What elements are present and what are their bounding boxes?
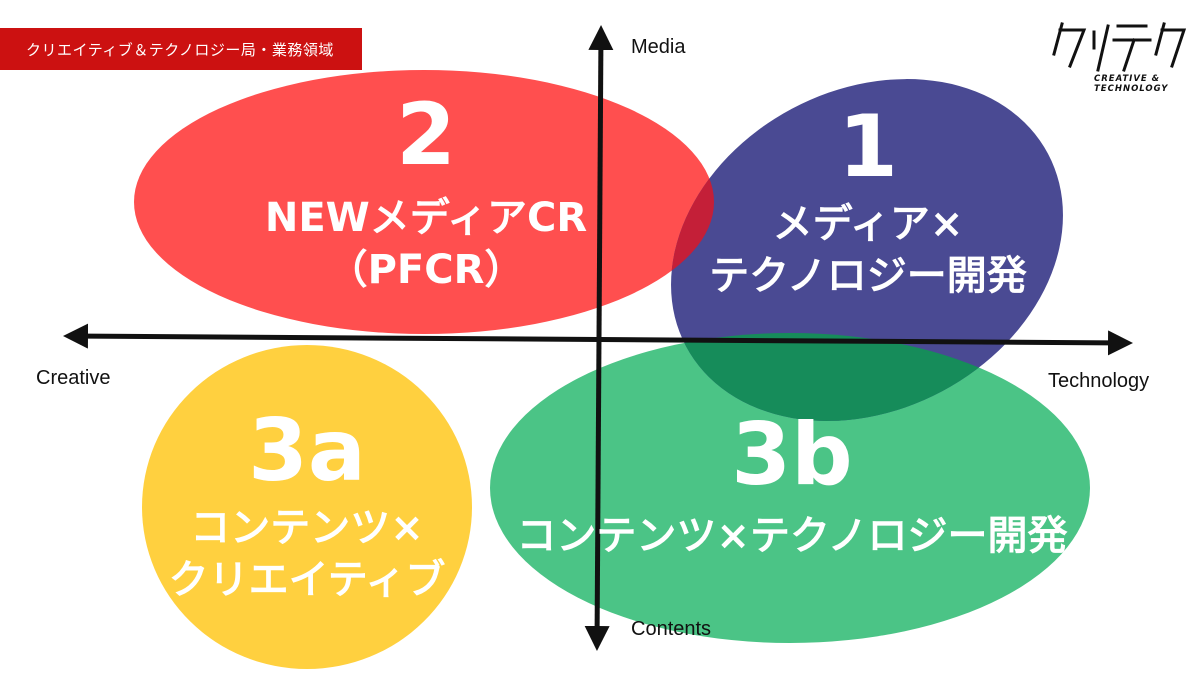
quadrant-3b-title: コンテンツ×テクノロジー開発: [516, 513, 1068, 559]
axis-label-technology: Technology: [1048, 370, 1150, 392]
quadrant-1-number: 1: [838, 97, 898, 197]
axis-label-contents: Contents: [631, 618, 712, 640]
contents-creative-ellipse: [142, 345, 472, 669]
quadrant-3b-number: 3b: [731, 405, 853, 505]
quadrant-3a-text: 3a コンテンツ× クリエイティブ: [162, 408, 452, 606]
axis-label-media: Media: [631, 36, 686, 58]
quadrant-1-subtitle: テクノロジー開発: [709, 253, 1027, 299]
kuritech-logo-icon: [1052, 22, 1187, 72]
quadrant-3a-number: 3a: [248, 401, 366, 501]
quadrant-3b-text: 3b コンテンツ×テクノロジー開発: [512, 412, 1072, 562]
contents-technology-ellipse: [490, 333, 1090, 643]
quadrant-3a-title: コンテンツ×: [190, 505, 424, 551]
quadrant-1-title: メディア×: [772, 201, 964, 247]
quadrant-2-subtitle: （PFCR）: [327, 247, 525, 293]
logo-subtitle: CREATIVE & TECHNOLOGY: [1094, 74, 1169, 94]
quadrant-1-text: 1 メディア× テクノロジー開発: [682, 104, 1054, 302]
department-header-label: クリエイティブ＆テクノロジー局・業務領域: [26, 40, 334, 59]
quadrant-3a-subtitle: クリエイティブ: [168, 557, 446, 603]
quadrant-2-title: NEWメディアCR: [264, 195, 588, 241]
media-creative-ellipse: [134, 70, 714, 334]
quadrant-2-number: 2: [396, 85, 456, 185]
vertical-axis-arrow: [584, 25, 614, 651]
department-header-band: クリエイティブ＆テクノロジー局・業務領域: [0, 28, 362, 70]
quadrant-2-text: 2 NEWメディアCR （PFCR）: [234, 92, 618, 296]
axis-label-creative: Creative: [36, 367, 111, 389]
